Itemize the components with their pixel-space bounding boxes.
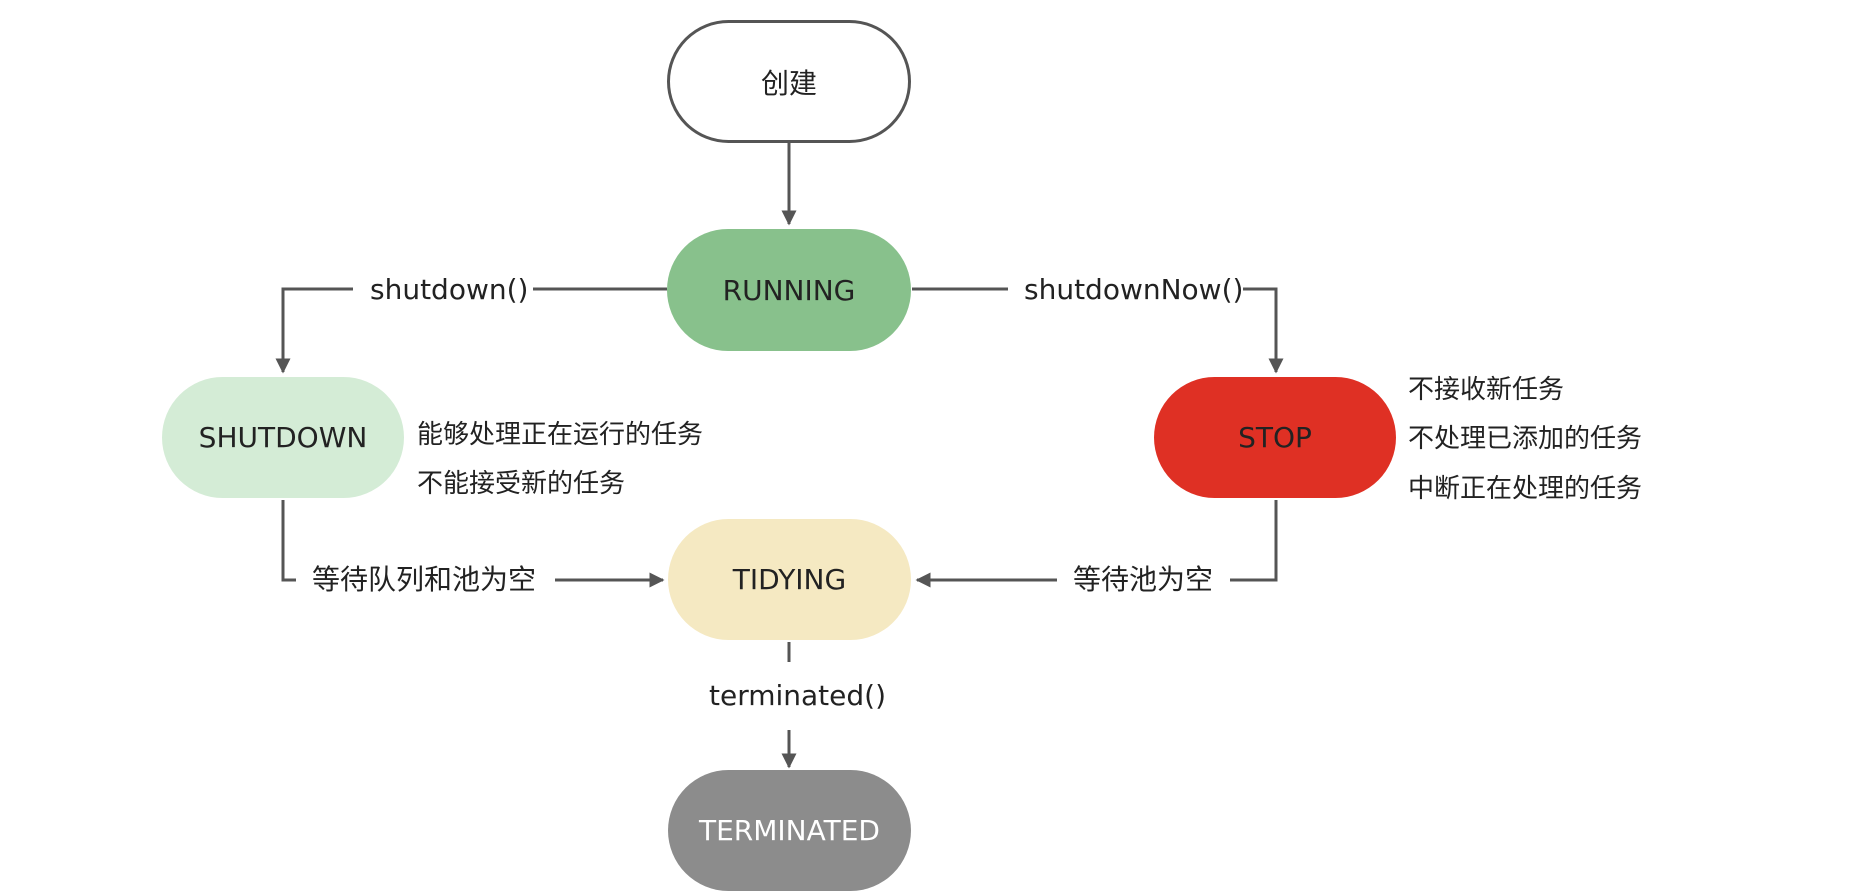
note-shutdown-line: 不能接受新的任务 bbox=[417, 469, 626, 499]
edge-stop-tidying bbox=[1230, 500, 1278, 582]
node-shutdown: SHUTDOWN bbox=[162, 377, 404, 498]
note-stop-line: 中断正在处理的任务 bbox=[1408, 474, 1643, 504]
label-wait-pool-empty: 等待池为空 bbox=[1073, 563, 1214, 596]
node-create: 创建 bbox=[667, 20, 911, 143]
note-stop-line: 不接收新任务 bbox=[1408, 375, 1565, 405]
note-stop-line: 不处理已添加的任务 bbox=[1408, 424, 1643, 454]
node-terminated: TERMINATED bbox=[668, 770, 911, 891]
label-terminated-call: terminated() bbox=[709, 679, 887, 712]
edge-shutdown-tidying bbox=[281, 500, 296, 582]
node-stop: STOP bbox=[1154, 377, 1396, 498]
node-tidying: TIDYING bbox=[668, 519, 911, 640]
label-shutdown-call: shutdown() bbox=[370, 273, 529, 306]
node-running: RUNNING bbox=[667, 229, 911, 351]
label-wait-queue-pool-empty: 等待队列和池为空 bbox=[312, 563, 537, 596]
note-shutdown-line: 能够处理正在运行的任务 bbox=[417, 420, 704, 450]
label-shutdown-now-call: shutdownNow() bbox=[1024, 273, 1244, 306]
